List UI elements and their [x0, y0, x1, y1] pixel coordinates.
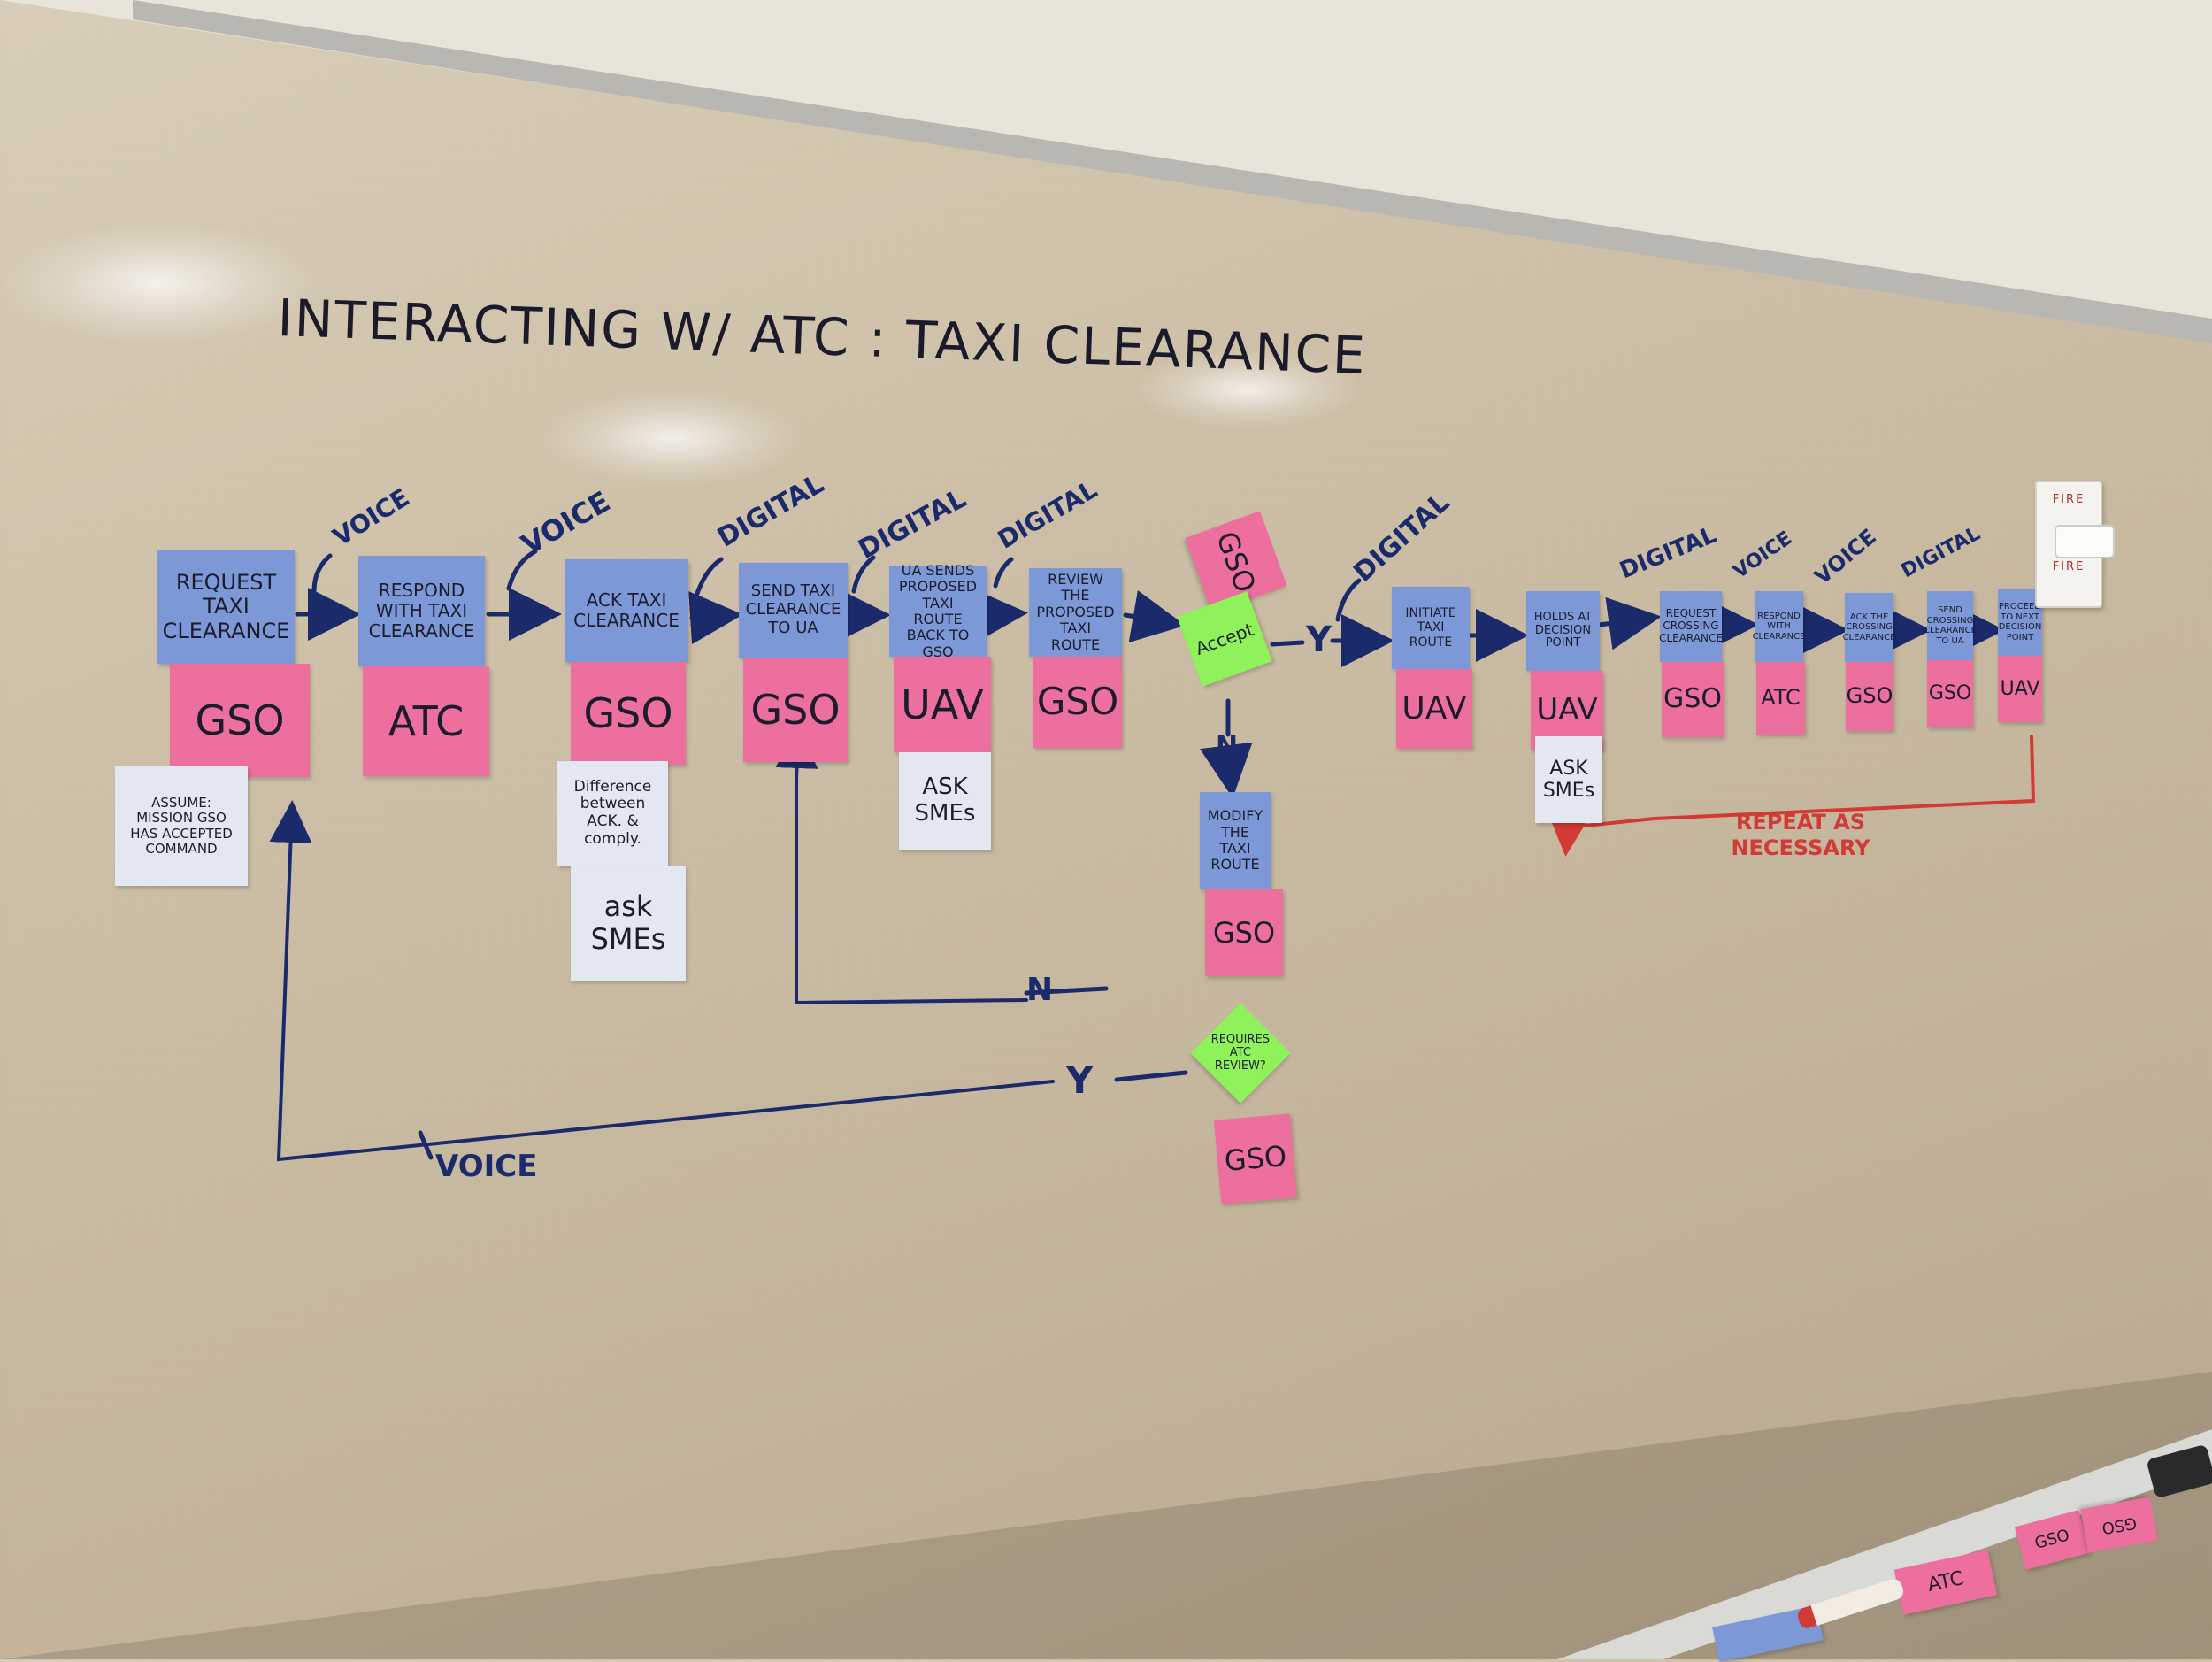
- task-note-send-crossing-clearance: SEND CROSSING CLEARANCE TO UA: [1927, 591, 1973, 660]
- note-ack-vs-comply: Difference between ACK. & comply.: [557, 761, 668, 866]
- role-note-gso: GSO: [1205, 889, 1283, 976]
- role-note-gso: GSO: [1846, 662, 1893, 731]
- voice-tick-1: [314, 556, 330, 591]
- digital-tick-1: [695, 559, 721, 602]
- role-note-gso: GSO: [571, 662, 686, 765]
- note-ask-smes: ASK SMEs: [1535, 736, 1602, 823]
- task-note-ack-crossing-clearance: ACK THE CROSSING CLEARANCE: [1845, 593, 1893, 662]
- fire-alarm: FIRE FIRE: [2035, 481, 2102, 608]
- role-note-uav: UAV: [1998, 656, 2042, 722]
- channel-label-voice: VOICE: [435, 1149, 537, 1184]
- role-note-uav: UAV: [894, 657, 991, 752]
- task-note-send-taxi-clearance: SEND TAXI CLEARANCE TO UA: [739, 563, 848, 658]
- arrow-accept-y: [1272, 642, 1302, 644]
- role-note-gso: GSO: [1927, 660, 1973, 727]
- note-ask-smes: ask SMEs: [571, 866, 686, 981]
- task-note-modify-taxi-route: MODIFY THE TAXI ROUTE: [1200, 792, 1271, 889]
- role-note-atc: ATC: [363, 666, 489, 776]
- note-ask-smes: ASK SMEs: [899, 752, 991, 850]
- digital-tick-4: [1338, 581, 1359, 619]
- arrow-5-6: [987, 613, 1019, 615]
- digital-tick-3: [995, 559, 1011, 586]
- decision-no-label: N: [1216, 731, 1238, 762]
- task-note-request-taxi-clearance: REQUEST TAXI CLEARANCE: [157, 550, 295, 664]
- task-note-ua-sends-proposed-route: UA SENDS PROPOSED TAXI ROUTE BACK TO GSO: [889, 566, 987, 657]
- task-note-holds-at-decision-point: HOLDS AT DECISION POINT: [1526, 591, 1600, 671]
- loop-y-to-request: [1117, 1073, 1186, 1080]
- role-note-gso: GSO: [1033, 657, 1122, 748]
- fire-alarm-strobe: [2055, 525, 2115, 558]
- role-note-gso: GSO: [1662, 662, 1724, 737]
- arrow-holds-8: [1600, 618, 1653, 625]
- task-note-review-proposed-route: REVIEW THE PROPOSED TAXI ROUTE: [1029, 568, 1122, 657]
- role-note-uav: UAV: [1396, 669, 1472, 749]
- arrow-3-4: [692, 615, 734, 618]
- decision-label: REQUIRES ATC REVIEW?: [1211, 1034, 1270, 1073]
- fire-alarm-label: FIRE: [2037, 560, 2101, 573]
- fire-alarm-label: FIRE: [2037, 493, 2101, 506]
- note-assumption: ASSUME: MISSION GSO HAS ACCEPTED COMMAND: [115, 766, 248, 886]
- task-note-request-crossing-clearance: REQUEST CROSSING CLEARANCE: [1660, 591, 1722, 662]
- arrow-6-accept: [1125, 615, 1177, 624]
- task-note-respond-taxi-clearance: RESPOND WITH TAXI CLEARANCE: [358, 556, 485, 666]
- role-note-gso: GSO: [743, 658, 848, 762]
- decision-yes-label: Y: [1306, 619, 1332, 660]
- task-note-respond-with-clearance: RESPOND WITH CLEARANCE: [1755, 591, 1803, 662]
- repeat-label: REPEAT AS NECESSARY: [1730, 810, 1871, 861]
- task-note-ack-taxi-clearance: ACK TAXI CLEARANCE: [565, 559, 688, 662]
- role-note-atc: ATC: [1756, 662, 1805, 735]
- decision-yes-label: Y: [1066, 1058, 1093, 1102]
- decision-no-label: N: [1026, 972, 1053, 1008]
- task-note-initiate-taxi-route: INITIATE TAXI ROUTE: [1392, 587, 1470, 669]
- role-note-gso: GSO: [1214, 1113, 1297, 1204]
- role-note-gso: GSO: [170, 664, 310, 777]
- arrow-n-modify: [1228, 761, 1232, 789]
